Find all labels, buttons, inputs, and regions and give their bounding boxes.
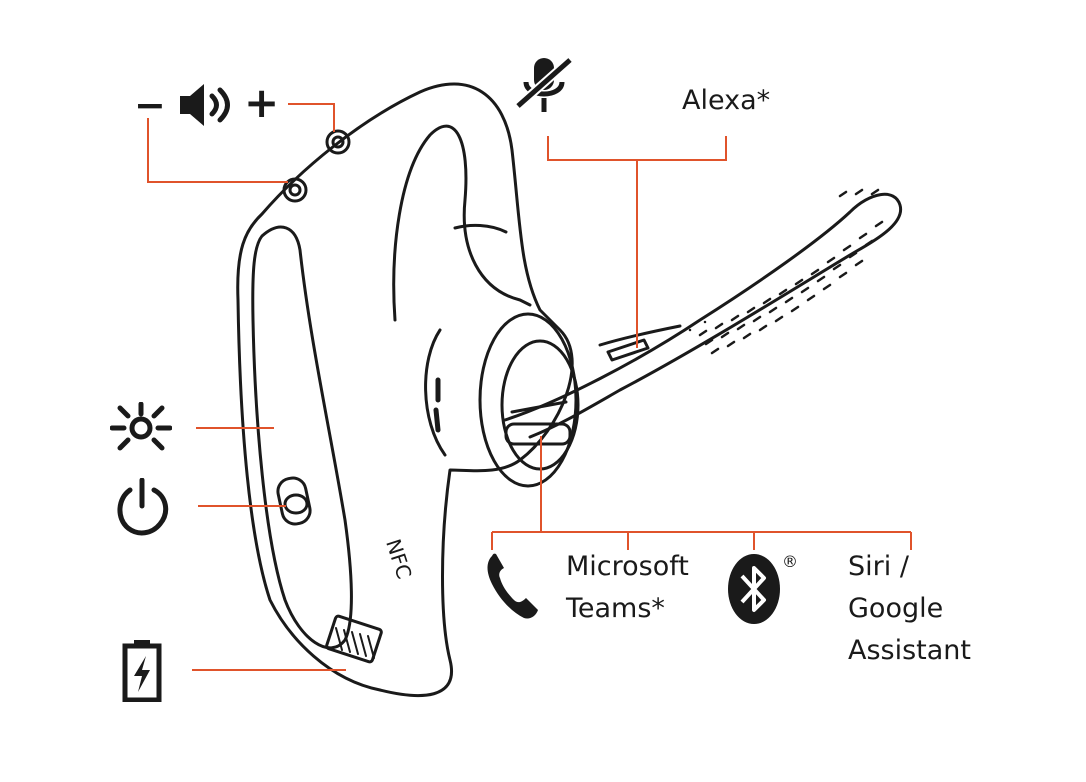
volume-button-up — [325, 129, 351, 155]
ear-hook — [392, 124, 532, 322]
side-panel — [251, 225, 353, 650]
google-label: Google — [848, 593, 944, 624]
volume-plus-label: + — [244, 78, 280, 127]
boom-grille — [688, 188, 884, 355]
microsoft-label: Microsoft — [566, 551, 689, 582]
callout-mute — [547, 136, 727, 348]
bluetooth-icon — [728, 554, 780, 624]
volume-minus-label: − — [134, 83, 166, 127]
power-switch — [276, 476, 312, 526]
ear-cushion — [478, 312, 578, 488]
headset-body — [236, 82, 574, 698]
call-button — [504, 422, 572, 446]
charge-port — [325, 614, 383, 664]
led-light-icon — [110, 402, 172, 451]
volume-button-down — [282, 177, 308, 203]
boom-mic — [503, 192, 903, 439]
power-icon — [117, 478, 169, 536]
assistant-label: Assistant — [848, 635, 972, 666]
callout-call — [491, 436, 912, 550]
registered-mark: ® — [782, 552, 798, 571]
alexa-label: Alexa* — [682, 85, 771, 116]
teams-label: Teams* — [566, 593, 665, 624]
mute-mic-icon — [515, 56, 573, 112]
phone-icon — [487, 553, 538, 619]
callout-volume-minus — [147, 118, 288, 183]
callout-volume-plus — [288, 103, 335, 132]
battery-charge-icon — [122, 640, 162, 702]
volume-icon — [180, 84, 230, 126]
siri-label: Siri / — [848, 551, 909, 582]
ear-tip — [424, 328, 447, 457]
